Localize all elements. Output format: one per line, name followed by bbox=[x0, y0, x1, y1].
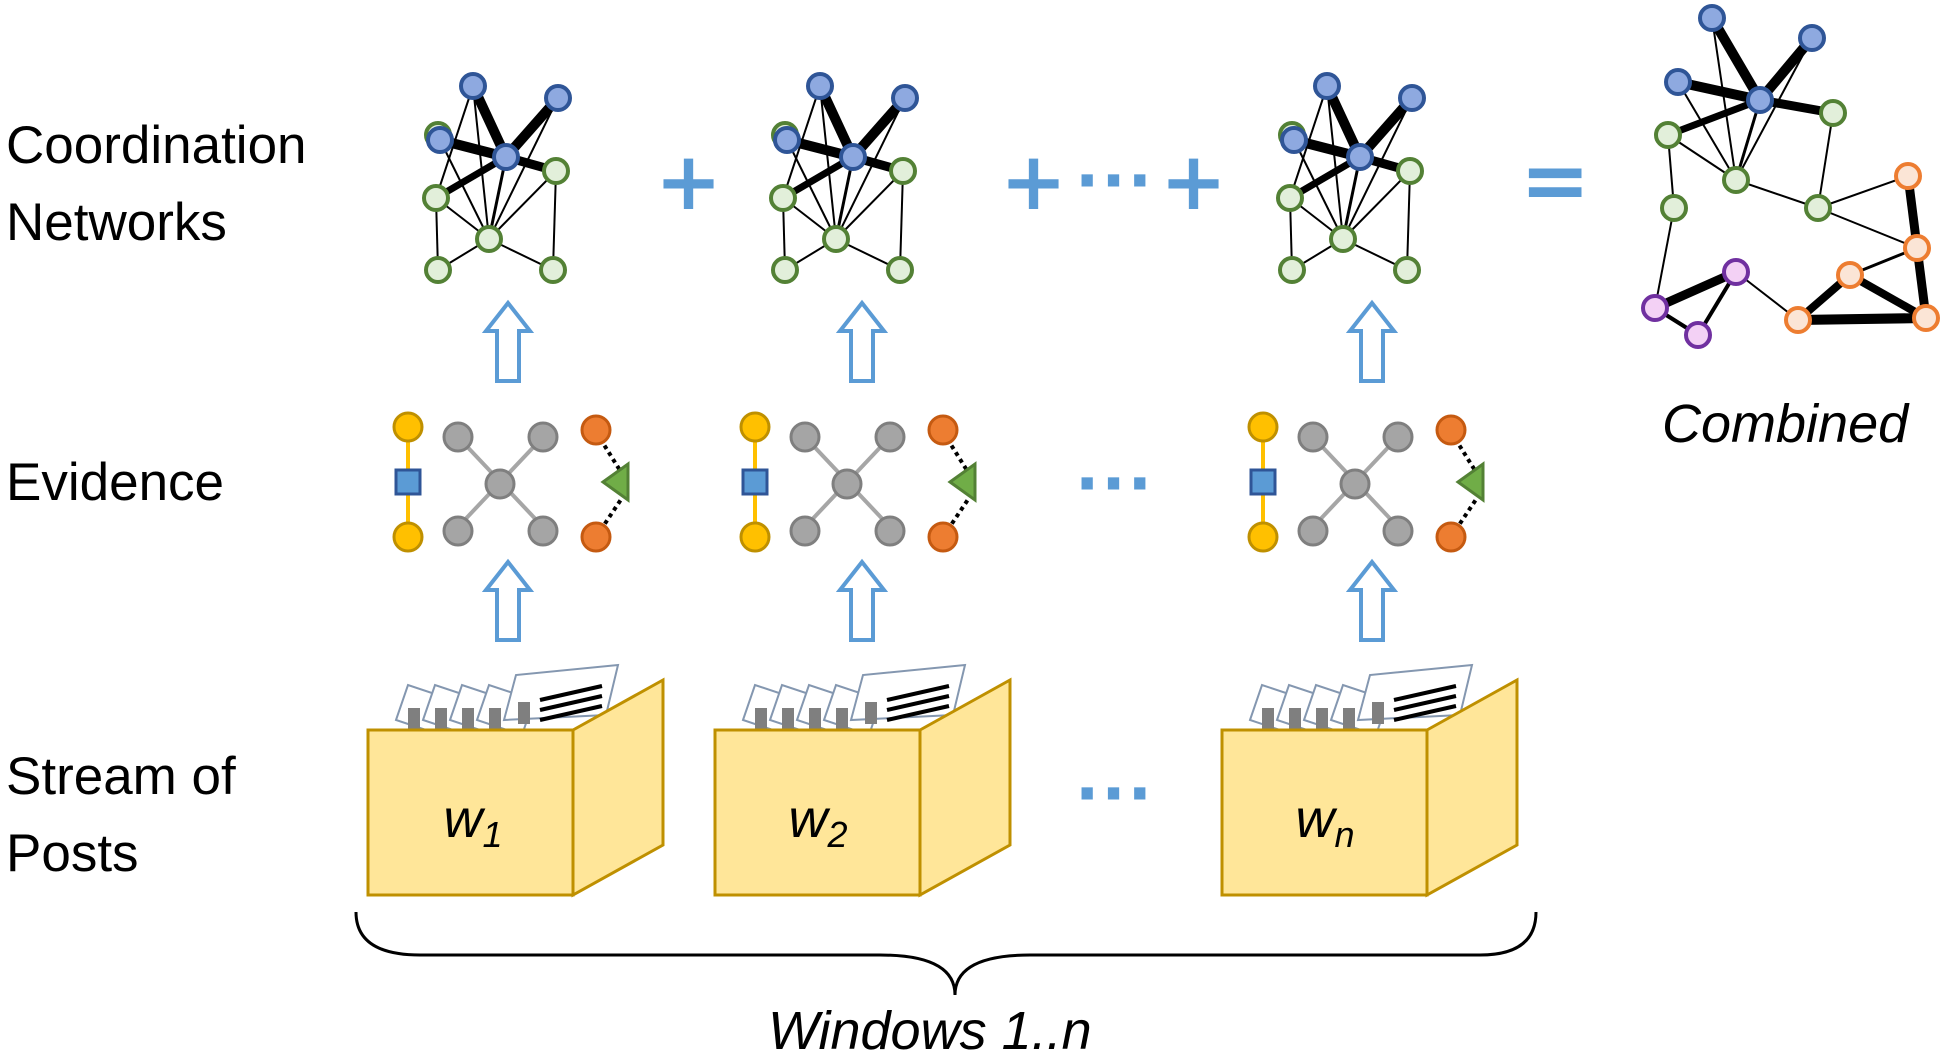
up-arrow-icon bbox=[838, 301, 886, 383]
ellipsis: ··· bbox=[1075, 145, 1154, 219]
network-window-n bbox=[1278, 74, 1424, 282]
row-label-stream-of-posts: Stream of Posts bbox=[6, 747, 236, 883]
evidence-window-n bbox=[1247, 411, 1485, 553]
plus-operator: + bbox=[1000, 135, 1068, 228]
up-arrow-icon bbox=[1348, 560, 1396, 642]
ellipsis: ··· bbox=[1075, 448, 1154, 522]
up-arrow-icon bbox=[484, 560, 532, 642]
windows-brace bbox=[354, 911, 1538, 996]
up-arrow-icon bbox=[1348, 301, 1396, 383]
combined-network bbox=[1641, 4, 1940, 349]
network-window-1 bbox=[424, 74, 570, 282]
plus-operator: + bbox=[655, 135, 723, 228]
window-label-1: w1 bbox=[443, 789, 503, 855]
plus-operator: + bbox=[1160, 135, 1228, 228]
equals-operator: = bbox=[1520, 131, 1591, 229]
evidence-window-1 bbox=[392, 411, 630, 553]
window-label-n: wn bbox=[1295, 789, 1355, 855]
windows-caption: Windows 1..n bbox=[768, 1001, 1092, 1061]
up-arrow-icon bbox=[838, 560, 886, 642]
ellipsis: ··· bbox=[1075, 758, 1154, 832]
post-box-window-1 bbox=[366, 663, 665, 897]
combined-caption: Combined bbox=[1662, 394, 1909, 454]
network-window-2 bbox=[771, 74, 917, 282]
post-box-window-2 bbox=[713, 663, 1012, 897]
row-label-evidence: Evidence bbox=[6, 453, 225, 512]
evidence-window-2 bbox=[739, 411, 977, 553]
post-box-window-n bbox=[1220, 663, 1519, 897]
row-label-coordination-networks: Coordination Networks bbox=[6, 116, 307, 252]
window-label-2: w2 bbox=[788, 789, 848, 855]
up-arrow-icon bbox=[484, 301, 532, 383]
